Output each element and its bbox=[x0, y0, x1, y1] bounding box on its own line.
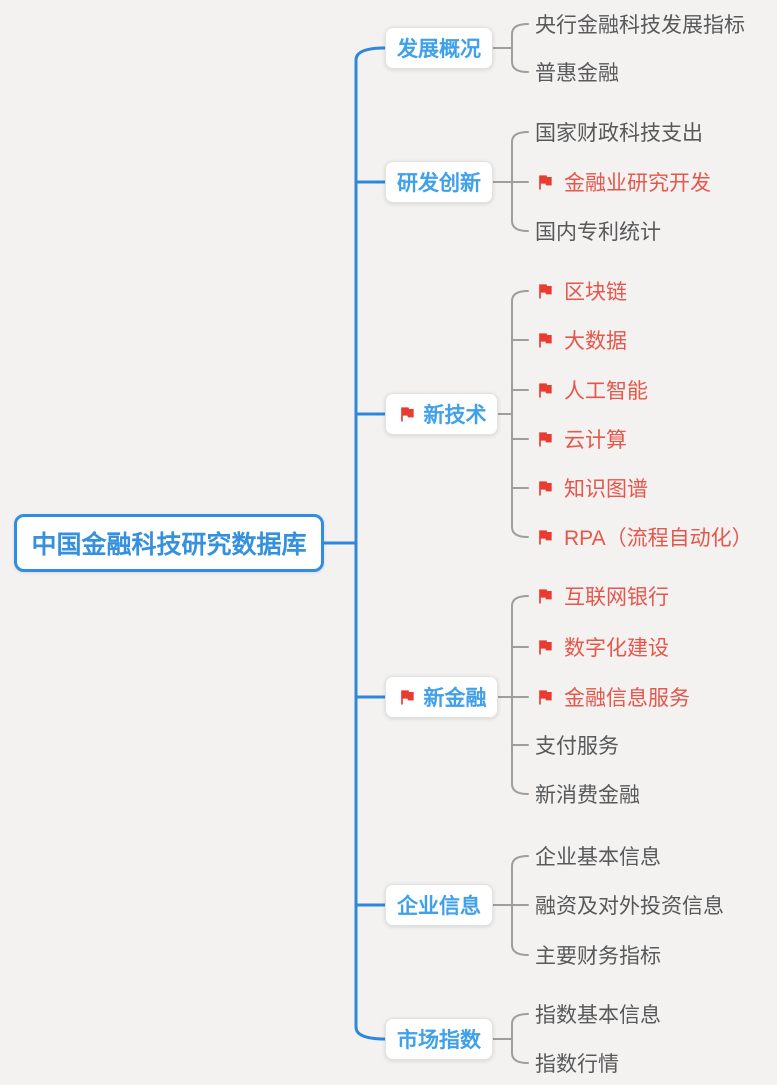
leaf-label: 人工智能 bbox=[564, 380, 648, 403]
flag-icon bbox=[539, 530, 552, 545]
flag-icon bbox=[539, 640, 552, 655]
flag-icon bbox=[400, 407, 414, 422]
leaf-node[interactable]: 国内专利统计 bbox=[535, 215, 661, 247]
root-label: 中国金融科技研究数据库 bbox=[31, 530, 307, 559]
leaf-node-flagged[interactable]: 金融信息服务 bbox=[535, 681, 690, 713]
leaf-node[interactable]: 国家财政科技支出 bbox=[535, 116, 703, 148]
leaf-label: 知识图谱 bbox=[564, 478, 648, 501]
leaf-label: 国家财政科技支出 bbox=[535, 122, 703, 145]
flag-icon bbox=[400, 690, 414, 705]
flag-icon bbox=[539, 589, 552, 604]
branch-node-enterprise-info[interactable]: 企业信息 bbox=[385, 884, 493, 926]
leaf-label: 支付服务 bbox=[535, 735, 619, 758]
branch-node-market-index[interactable]: 市场指数 bbox=[385, 1018, 493, 1060]
leaf-label: 云计算 bbox=[564, 429, 627, 452]
leaf-node[interactable]: 支付服务 bbox=[535, 729, 619, 761]
flag-icon bbox=[539, 690, 552, 705]
flag-icon bbox=[539, 333, 552, 348]
leaf-node-flagged[interactable]: 人工智能 bbox=[535, 374, 648, 406]
branch-node-new-finance[interactable]: 新金融 bbox=[385, 676, 498, 718]
leaf-node-flagged[interactable]: 知识图谱 bbox=[535, 472, 648, 504]
leaf-label: 国内专利统计 bbox=[535, 221, 661, 244]
leaf-label: 主要财务指标 bbox=[535, 945, 661, 968]
leaf-label: 区块链 bbox=[564, 281, 627, 304]
leaf-node[interactable]: 普惠金融 bbox=[535, 56, 619, 88]
branch-node-rd-innovation[interactable]: 研发创新 bbox=[385, 161, 493, 203]
leaf-label: 数字化建设 bbox=[564, 637, 669, 660]
leaf-label: 央行金融科技发展指标 bbox=[535, 14, 745, 37]
branch-label: 新金融 bbox=[423, 687, 487, 710]
branch-label: 企业信息 bbox=[397, 895, 481, 918]
branch-node-new-technology[interactable]: 新技术 bbox=[385, 393, 498, 435]
leaf-node[interactable]: 央行金融科技发展指标 bbox=[535, 8, 745, 40]
leaf-node-flagged[interactable]: RPA（流程自动化） bbox=[535, 521, 753, 553]
leaf-label: 大数据 bbox=[564, 330, 627, 353]
flag-icon bbox=[539, 383, 552, 398]
leaf-node-flagged[interactable]: 云计算 bbox=[535, 423, 627, 455]
leaf-node[interactable]: 指数行情 bbox=[535, 1047, 619, 1079]
flag-icon bbox=[539, 481, 552, 496]
branch-node-development-overview[interactable]: 发展概况 bbox=[385, 27, 493, 69]
flag-icon bbox=[539, 432, 552, 447]
leaf-label: 指数基本信息 bbox=[535, 1004, 661, 1027]
leaf-label: 普惠金融 bbox=[535, 62, 619, 85]
leaf-node-flagged[interactable]: 数字化建设 bbox=[535, 631, 669, 663]
branch-label: 市场指数 bbox=[397, 1029, 481, 1052]
leaf-label: 指数行情 bbox=[535, 1053, 619, 1076]
leaf-label: 新消费金融 bbox=[535, 784, 640, 807]
branch-label: 新技术 bbox=[423, 404, 487, 427]
flag-icon bbox=[539, 284, 552, 299]
branch-label: 发展概况 bbox=[397, 38, 481, 61]
leaf-node[interactable]: 指数基本信息 bbox=[535, 998, 661, 1030]
leaf-label: 融资及对外投资信息 bbox=[535, 895, 724, 918]
leaf-node-flagged[interactable]: 互联网银行 bbox=[535, 580, 669, 612]
spine-line bbox=[354, 46, 387, 1041]
flag-icon bbox=[539, 175, 552, 190]
leaf-node[interactable]: 主要财务指标 bbox=[535, 939, 661, 971]
root-node[interactable]: 中国金融科技研究数据库 bbox=[14, 514, 324, 572]
branch-label: 研发创新 bbox=[397, 172, 481, 195]
leaf-node[interactable]: 融资及对外投资信息 bbox=[535, 889, 724, 921]
leaf-label: 互联网银行 bbox=[564, 586, 669, 609]
leaf-label: 企业基本信息 bbox=[535, 846, 661, 869]
leaf-node-flagged[interactable]: 大数据 bbox=[535, 324, 627, 356]
leaf-node[interactable]: 新消费金融 bbox=[535, 778, 640, 810]
leaf-label: 金融业研究开发 bbox=[564, 172, 711, 195]
leaf-node-flagged[interactable]: 区块链 bbox=[535, 275, 627, 307]
leaf-label: 金融信息服务 bbox=[564, 687, 690, 710]
leaf-node-flagged[interactable]: 金融业研究开发 bbox=[535, 166, 711, 198]
leaf-label: RPA（流程自动化） bbox=[564, 527, 753, 550]
leaf-node[interactable]: 企业基本信息 bbox=[535, 840, 661, 872]
